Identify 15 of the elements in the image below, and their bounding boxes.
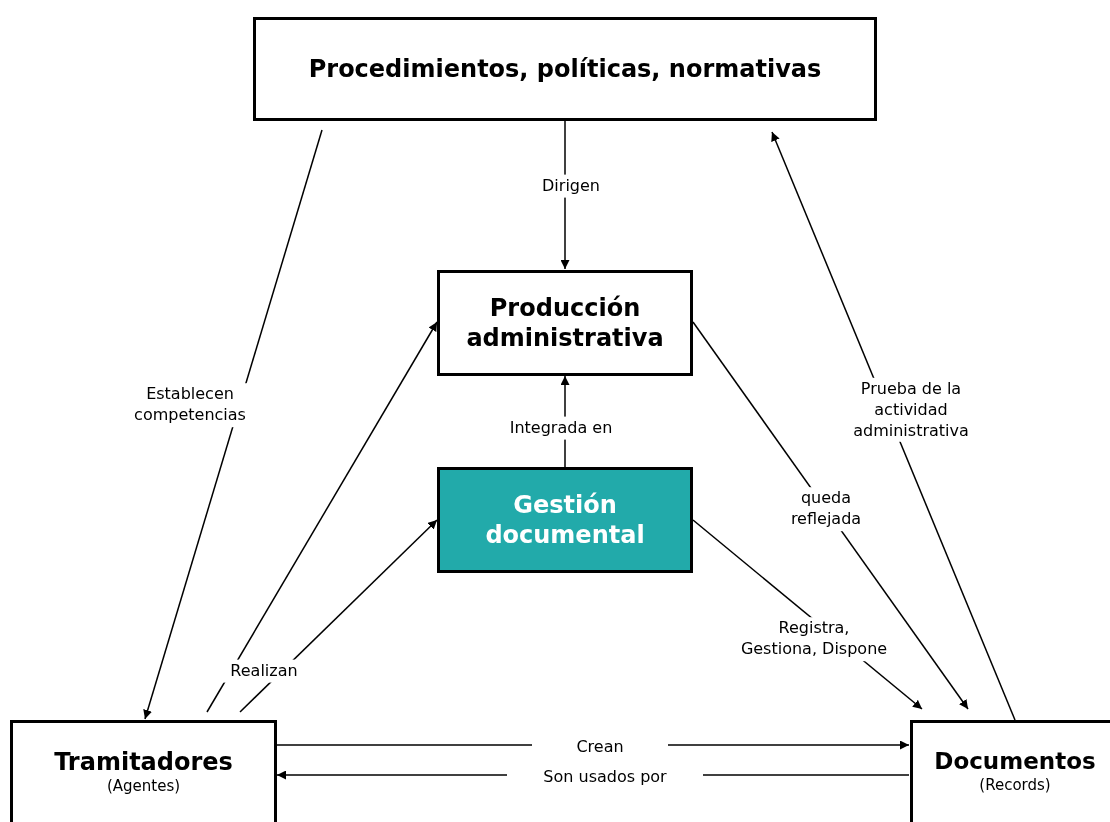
box-subtitle: (Records) — [979, 775, 1051, 796]
process-box — [910, 720, 1110, 822]
process-box — [437, 270, 693, 376]
box-title: Producción administrativa — [465, 293, 665, 353]
box-title: Gestión documental — [484, 490, 646, 550]
arrow — [143, 129, 323, 720]
box-title: Procedimientos, políticas, normativas — [308, 54, 822, 84]
process-box — [10, 720, 277, 822]
box-title: Tramitadores — [54, 747, 233, 777]
arrow — [771, 131, 1016, 721]
arrow — [206, 321, 438, 713]
box-title: Documentos — [934, 747, 1096, 776]
process-box — [253, 17, 877, 121]
process-box — [437, 467, 693, 573]
box-subtitle: (Agentes) — [106, 777, 181, 797]
